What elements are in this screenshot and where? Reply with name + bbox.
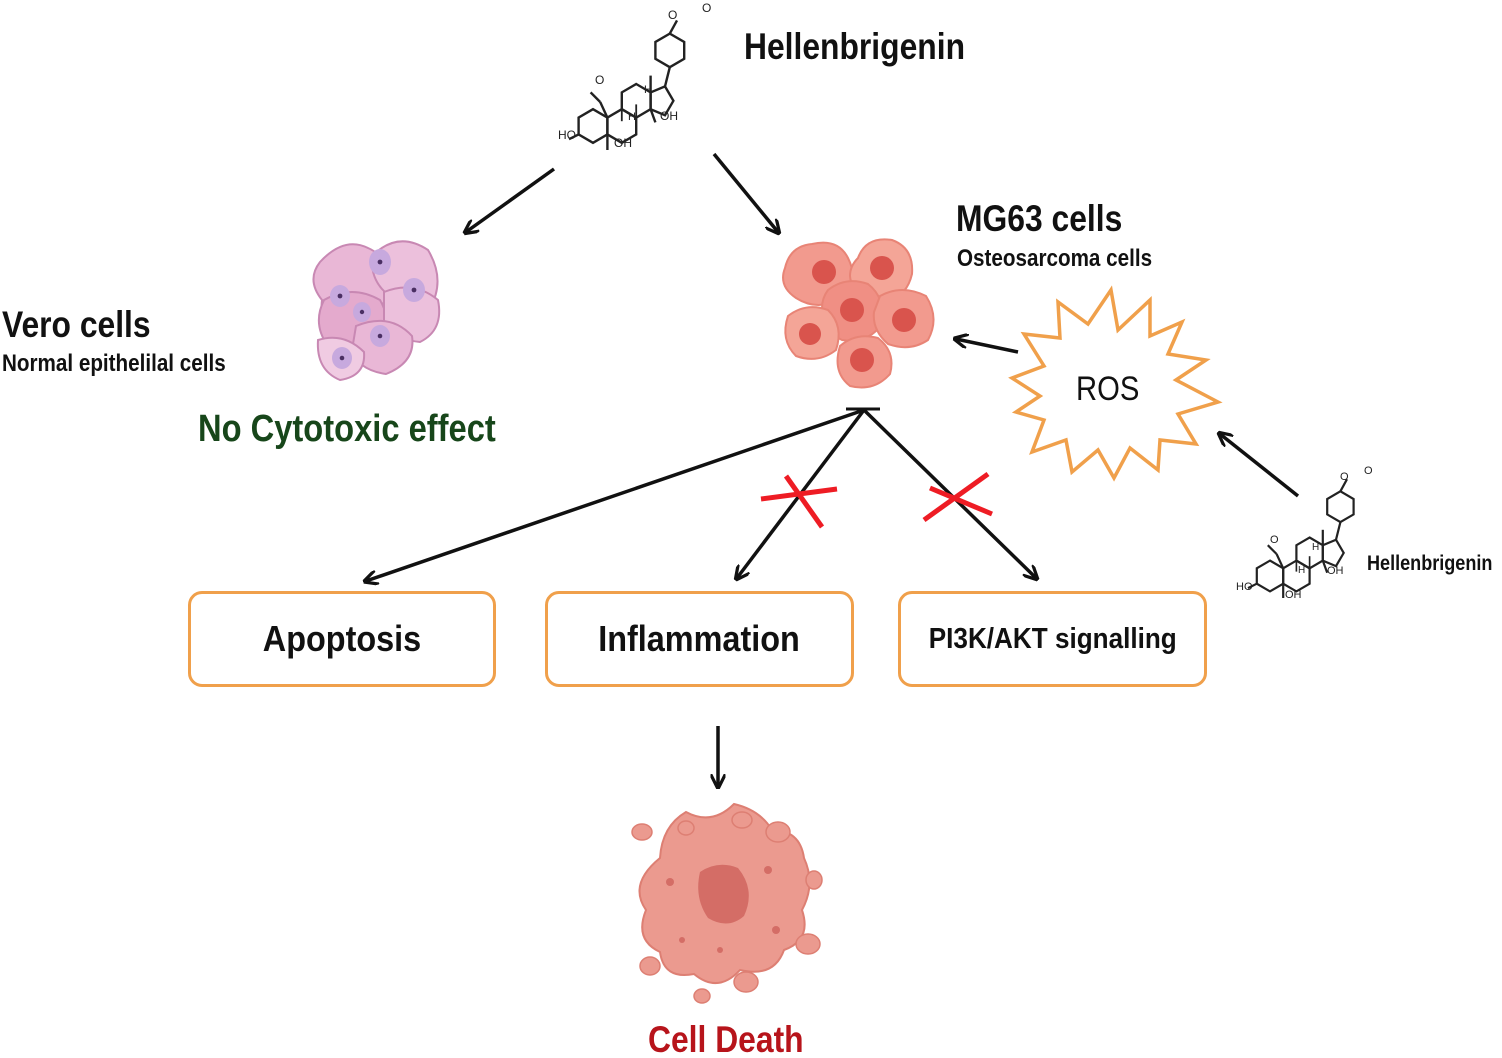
- mg63-subtitle: Osteosarcoma cells: [957, 247, 1184, 271]
- inflammation-box: Inflammation: [545, 591, 854, 687]
- molecule-label: HO: [558, 128, 576, 142]
- molecule-label: HO: [1236, 581, 1253, 593]
- molecule-label: OH: [1285, 589, 1302, 601]
- apoptosis-box: Apoptosis: [188, 591, 496, 687]
- vero-cells-icon: [312, 240, 441, 382]
- mg63-cells-icon: [782, 238, 935, 389]
- cell-death-text: Cell Death: [648, 1019, 804, 1058]
- arrow-to-apoptosis: [366, 408, 865, 581]
- hellenbrigenin-small-structure-icon: O O O HO OH OH H H: [1236, 465, 1373, 601]
- molecule-label: O: [595, 73, 604, 87]
- vero-title-text: Vero cells: [2, 304, 151, 345]
- molecule-label: OH: [614, 136, 632, 150]
- inhibition-cross-pi3k: [922, 471, 993, 523]
- mg63-title-text: MG63 cells: [956, 198, 1123, 239]
- vero-title: Vero cells: [2, 306, 175, 343]
- ros-label: ROS: [1076, 372, 1150, 406]
- molecule-label: O: [1270, 534, 1279, 546]
- mg63-title: MG63 cells: [956, 200, 1149, 237]
- molecule-label: O: [702, 1, 711, 15]
- ros-burst-icon: [1008, 285, 1223, 482]
- molecule-label: OH: [660, 109, 678, 123]
- pi3k-akt-box: PI3K/AKT signalling: [898, 591, 1207, 687]
- molecule-label: O: [1340, 471, 1349, 483]
- inhibition-cross-inflammation: [760, 474, 838, 529]
- no-cytotoxic-effect-text: No Cytotoxic effect: [198, 408, 496, 450]
- arrow-ros-to-mg63: [956, 339, 1019, 354]
- pi3k-akt-label: PI3K/AKT signalling: [928, 622, 1177, 655]
- compound-title: Hellenbrigenin: [744, 28, 1001, 65]
- arrow-to-mg63: [712, 152, 778, 232]
- ros-label-text: ROS: [1076, 370, 1140, 408]
- arrow-to-vero: [466, 167, 556, 232]
- molecule-label: H: [1312, 542, 1319, 553]
- cell-death-label: Cell Death: [648, 1021, 829, 1058]
- molecule-label: H: [644, 84, 652, 96]
- vero-subtitle-text: Normal epithelilal cells: [2, 350, 226, 377]
- apoptosis-label: Apoptosis: [262, 618, 422, 659]
- mg63-subtitle-text: Osteosarcoma cells: [957, 245, 1153, 272]
- inflammation-label: Inflammation: [598, 618, 801, 659]
- hellenbrigenin-structure-icon: O O O HO OH OH H H: [558, 1, 711, 152]
- compound-small-label: Hellenbrigenin: [1367, 553, 1502, 574]
- arrow-compound-to-ros: [1220, 434, 1300, 498]
- molecule-label: O: [668, 8, 677, 22]
- compound-title-text: Hellenbrigenin: [744, 26, 966, 67]
- molecule-label: O: [1364, 465, 1373, 477]
- molecule-label: H: [1298, 565, 1305, 576]
- vero-subtitle: Normal epithelilal cells: [2, 352, 262, 376]
- molecule-label: OH: [1327, 565, 1344, 577]
- cell-death-icon: [631, 802, 823, 1004]
- molecule-label: H: [628, 111, 636, 123]
- compound-small-label-text: Hellenbrigenin: [1367, 552, 1493, 575]
- no-cytotoxic-effect-label: No Cytotoxic effect: [198, 410, 544, 448]
